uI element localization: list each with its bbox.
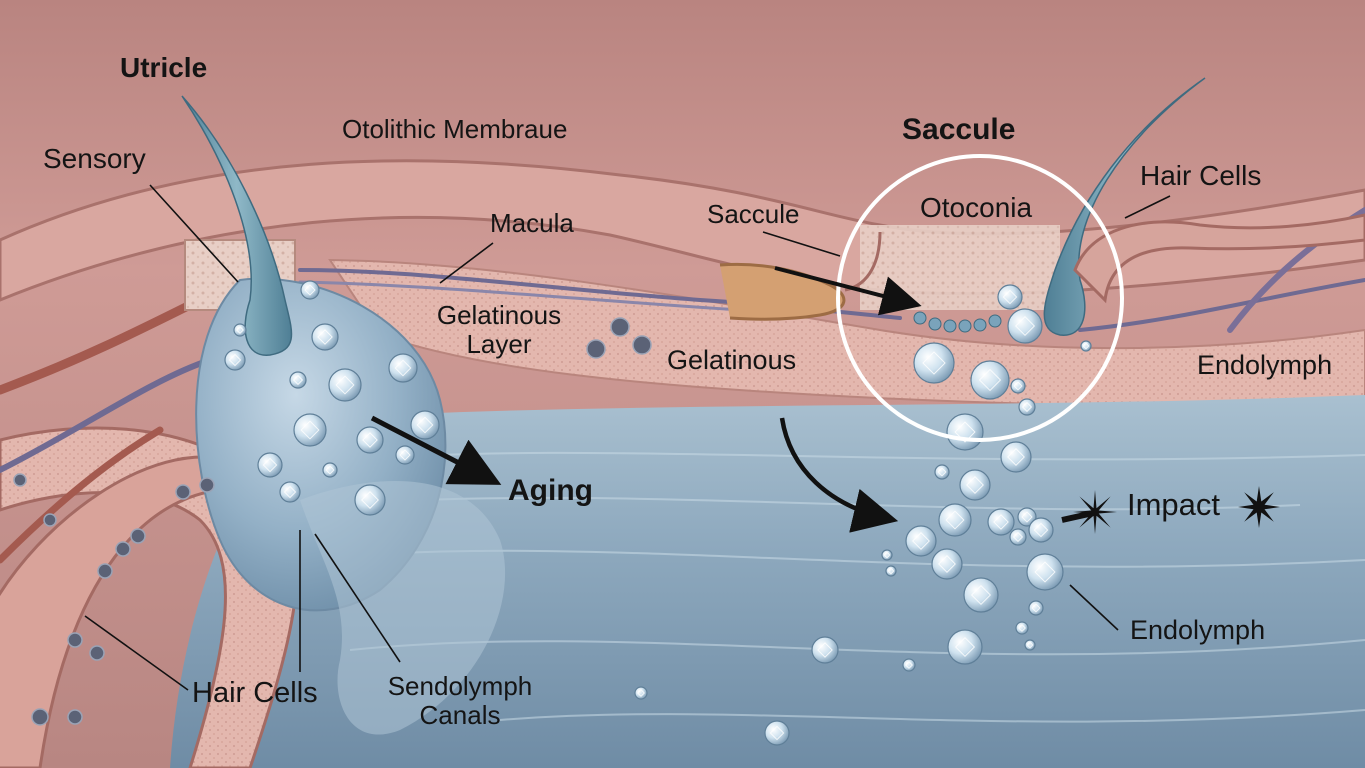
otoconia-crystal [881, 549, 893, 561]
otoconia-crystal [959, 469, 991, 501]
otoconia-crystal [322, 462, 338, 478]
label-sendolymph-canals: Sendolymph Canals [387, 671, 533, 731]
otoconia-crystal [970, 360, 1010, 400]
crystal-chain-bead [958, 319, 972, 333]
crystal-chain-bead [988, 314, 1002, 328]
otoconia-crystal [289, 371, 307, 389]
label-saccule-small: Saccule [707, 199, 800, 229]
otoconia-crystal [1018, 398, 1036, 416]
crystal-chain-bead [913, 311, 927, 325]
otoconia-crystal [1007, 308, 1043, 344]
utricle-shadow [300, 480, 506, 735]
otoconia-crystal [1009, 528, 1027, 546]
otoconia-crystal [634, 686, 648, 700]
otoconia-crystal [885, 565, 897, 577]
otoconia-crystal [1017, 507, 1037, 527]
tissue-dot [13, 473, 27, 487]
utricle-crystals [224, 280, 440, 516]
otoconia-crystal [1080, 340, 1092, 352]
otoconia-crystal [395, 445, 415, 465]
label-impact: Impact [1127, 487, 1221, 522]
label-macula: Macula [490, 208, 574, 238]
tissue-dot [31, 708, 49, 726]
label-aging: Aging [508, 474, 593, 507]
otoconia-crystal [905, 525, 937, 557]
otoconia-crystal [257, 452, 283, 478]
tissue-dot [67, 709, 83, 725]
label-otolithic-membrane: Otolithic Membraue [342, 114, 568, 144]
tissue-dot [175, 484, 191, 500]
otoconia-crystal [233, 323, 247, 337]
otoconia-crystal [279, 481, 301, 503]
otoconia-crystal [1026, 553, 1064, 591]
tissue-dot [67, 632, 83, 648]
otoconia-crystal [946, 413, 984, 451]
label-hair-cells-top: Hair Cells [1140, 160, 1262, 191]
label-gelatinous-layer: Gelatinous Layer [436, 300, 562, 360]
otoconia-crystal [224, 349, 246, 371]
otoconia-crystal [902, 658, 916, 672]
tissue-dot [115, 541, 131, 557]
tissue-dot [89, 645, 105, 661]
otoconia-crystal [1028, 600, 1044, 616]
crystal-chain-bead [928, 317, 942, 331]
otoconia-crystal [913, 342, 955, 384]
otoconia-crystal [947, 629, 983, 665]
utricle-hair-cell [181, 95, 293, 356]
tissue-dot [199, 477, 215, 493]
otoconia-crystal [934, 464, 950, 480]
otoconia-crystal [1024, 639, 1036, 651]
otoconia-crystal [987, 508, 1015, 536]
falling-otoconia [634, 284, 1092, 746]
saccule-hair-cell [1043, 77, 1206, 336]
otoconia-crystal [293, 413, 327, 447]
tissue-dot [97, 563, 113, 579]
tissue-dot [43, 513, 57, 527]
otoconia-crystal [1015, 621, 1029, 635]
label-endolymph-bottom: Endolymph [1130, 615, 1266, 645]
label-endolymph-right: Endolymph [1197, 350, 1333, 380]
leader-lines [84, 184, 1171, 691]
otoconia-crystal [388, 353, 418, 383]
fluid-chamber [170, 395, 1365, 768]
tissue-dot [610, 317, 630, 337]
otoconia-crystal [354, 484, 386, 516]
otoconia-crystal [328, 368, 362, 402]
otoconia-crystal [811, 636, 839, 664]
tissue-dot [632, 335, 652, 355]
saccule-highlight-circle [836, 154, 1124, 442]
otoconia-crystal [1010, 378, 1026, 394]
otoconia-crystal [311, 323, 339, 351]
tissue-dot [130, 528, 146, 544]
otoconia-crystal [931, 548, 963, 580]
saccule-arrow [774, 266, 922, 316]
crystal-chain-bead [973, 318, 987, 332]
otoconia-crystal [963, 577, 999, 613]
otoconia-crystal [300, 280, 320, 300]
fall-arrow [779, 417, 899, 533]
label-sensory: Sensory [43, 143, 146, 174]
label-otoconia: Otoconia [920, 192, 1033, 223]
label-hair-cells-bottom: Hair Cells [192, 677, 318, 709]
otoconia-crystal [938, 503, 972, 537]
label-saccule-title: Saccule [902, 113, 1016, 146]
otoconia-crystal [1028, 517, 1054, 543]
saccule-fold [1073, 213, 1365, 304]
otoconia-crystal [356, 426, 384, 454]
otoconia-crystal [410, 410, 440, 440]
label-gelatinous: Gelatinous [667, 345, 797, 375]
aging-arrow [370, 415, 502, 485]
burst-icon [1073, 486, 1280, 534]
tissue-dot [586, 339, 606, 359]
crystal-chain-bead [943, 319, 957, 333]
otoconia-crystal [997, 284, 1023, 310]
otoconia-crystal [1000, 441, 1032, 473]
otoconia-crystal [764, 720, 790, 746]
tissue-dots [13, 311, 1002, 726]
label-utricle: Utricle [120, 52, 208, 83]
